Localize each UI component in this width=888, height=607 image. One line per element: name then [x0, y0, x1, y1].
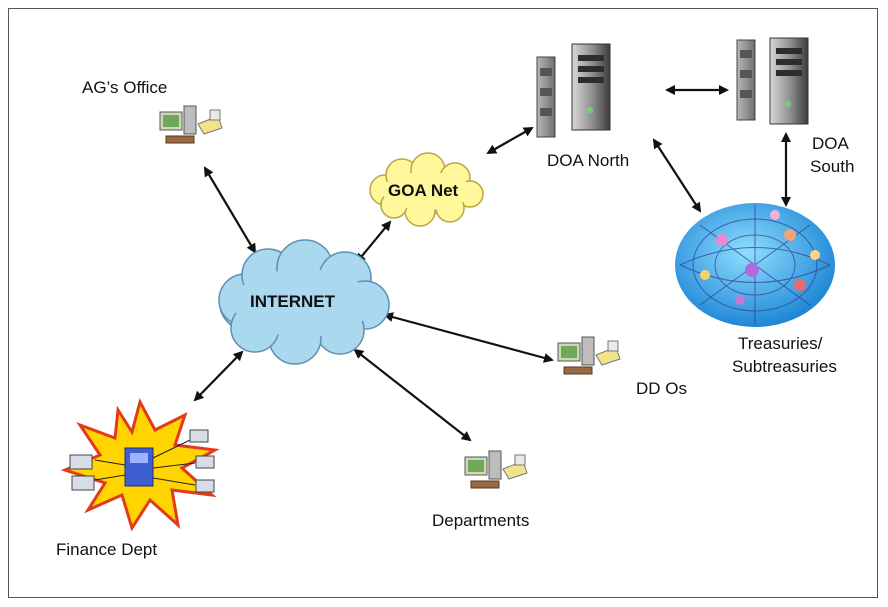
arrow-internet-finance	[193, 350, 244, 402]
treasuries-label-line2: Subtreasuries	[732, 357, 837, 376]
internet-cloud	[218, 239, 390, 365]
connection-arrows	[193, 85, 791, 442]
internet-label: INTERNET	[250, 292, 335, 311]
doa-north-label: DOA North	[547, 151, 630, 170]
ag-office-workstation-icon	[159, 105, 223, 144]
arrow-internet-departments	[353, 348, 472, 442]
diagram-frame	[8, 8, 878, 598]
goa-net-label: GOA Net	[388, 181, 459, 200]
finance-dept-network-icon	[60, 397, 220, 532]
treasuries-label-line1: Treasuries/	[738, 334, 823, 353]
doa-south-label-line1: DOA	[812, 134, 849, 153]
treasuries-globe-icon	[675, 203, 835, 327]
arrow-internet-goa	[355, 220, 392, 264]
doa-south-server-icon	[736, 37, 809, 125]
doa-south-label-line2: South	[810, 157, 855, 176]
arrow-doanorth-treasuries	[652, 138, 702, 213]
dd-os-label: DD Os	[636, 379, 687, 398]
dd-os-workstation-icon	[557, 336, 621, 375]
arrow-internet-ddos	[383, 312, 554, 363]
ag-office-label: AG’s Office	[82, 78, 168, 97]
arrow-goa-doanorth	[486, 127, 534, 154]
arrow-ag-internet	[203, 166, 257, 254]
finance-dept-label: Finance Dept	[56, 540, 158, 559]
departments-workstation-icon	[464, 450, 528, 489]
departments-label: Departments	[432, 511, 530, 530]
doa-north-server-icon	[536, 43, 611, 138]
goa-net-cloud	[369, 152, 484, 227]
